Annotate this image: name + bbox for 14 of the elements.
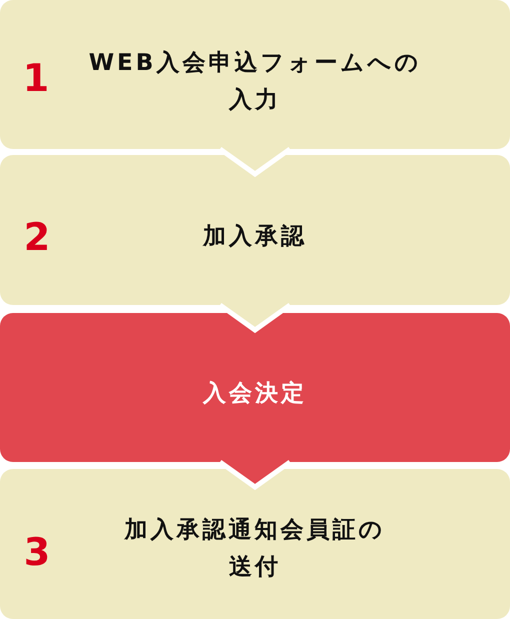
step-number: 2	[24, 218, 50, 256]
step-label: 加入承認通知会員証の送付	[123, 516, 386, 582]
arrow	[218, 460, 292, 490]
step-label: 加入承認	[203, 222, 307, 252]
arrow	[218, 302, 292, 332]
step-number: 3	[24, 533, 50, 571]
step-box	[0, 0, 510, 149]
step-label: WEB入会申込フォームへの入力	[88, 48, 422, 114]
step-label: 入会決定	[203, 379, 307, 408]
step-box	[0, 155, 510, 305]
arrow	[218, 146, 292, 176]
step-box	[0, 469, 510, 619]
step-number: 1	[22, 58, 50, 96]
step-box	[0, 313, 510, 462]
